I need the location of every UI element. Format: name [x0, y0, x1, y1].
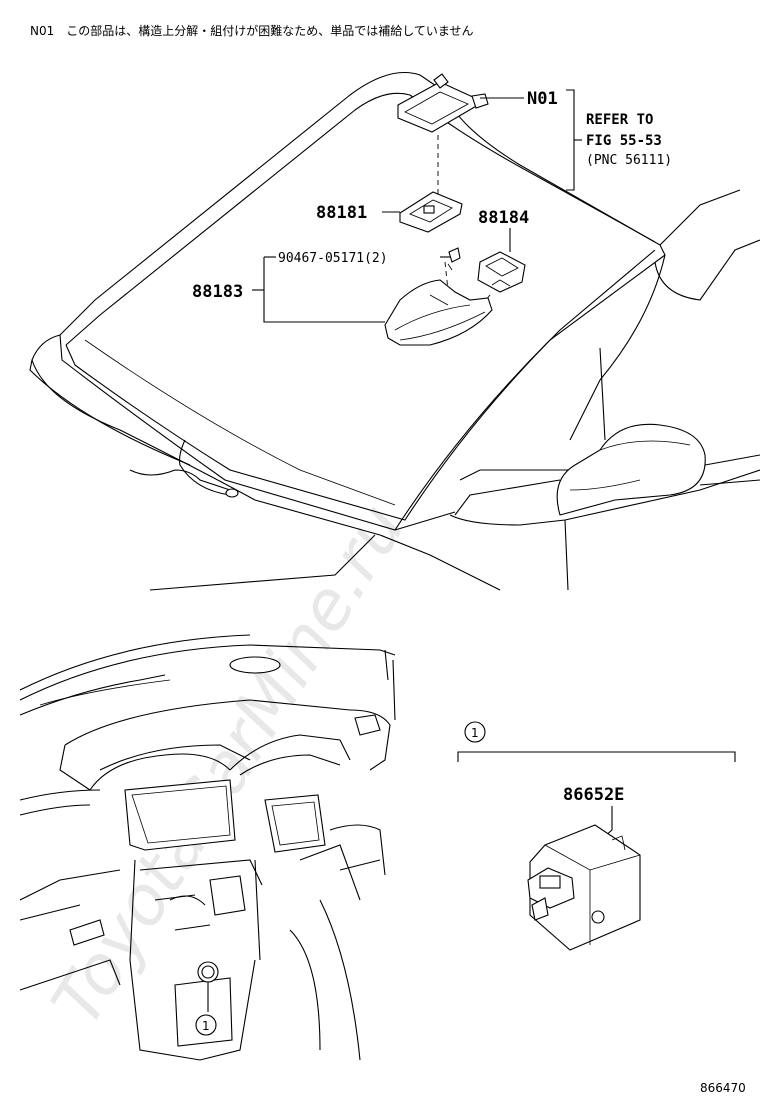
refer-line-2: FIG 55-53 — [586, 133, 662, 149]
part-86652e-module — [527, 824, 641, 951]
label-88184: 88184 — [478, 208, 529, 228]
part-88181-mount — [399, 191, 463, 233]
windshield-drawing — [29, 71, 760, 591]
label-88181: 88181 — [316, 203, 367, 223]
label-90467: 90467-05171(2) — [278, 251, 388, 266]
callout-top: 1 — [464, 721, 486, 743]
part-n01-bracket — [397, 73, 489, 133]
watermark: ToyotaCarMine.ru — [37, 491, 420, 1039]
assembly-line-2 — [444, 261, 449, 291]
label-88183: 88183 — [192, 282, 243, 302]
part-88183-cover — [384, 279, 493, 346]
figure-number: 866470 — [700, 1081, 746, 1095]
part-88184-bracket — [477, 251, 526, 293]
refer-line-3: (PNC 56111) — [586, 153, 672, 168]
part-90467-clip — [447, 247, 461, 271]
callout-top-text: 1 — [471, 726, 479, 740]
refer-line-1: REFER TO — [586, 112, 653, 128]
label-86652e: 86652E — [563, 785, 624, 805]
header-note: N01 この部品は、構造上分解・組付けが困難なため、単品では補給していません — [30, 23, 474, 38]
leader-lines — [252, 89, 582, 323]
inset-bracket — [457, 751, 736, 762]
label-n01: N01 — [527, 89, 558, 109]
callout-bottom-text: 1 — [202, 1019, 210, 1033]
callout-bottom: 1 — [195, 1014, 217, 1036]
dashboard-drawing — [19, 634, 396, 1061]
